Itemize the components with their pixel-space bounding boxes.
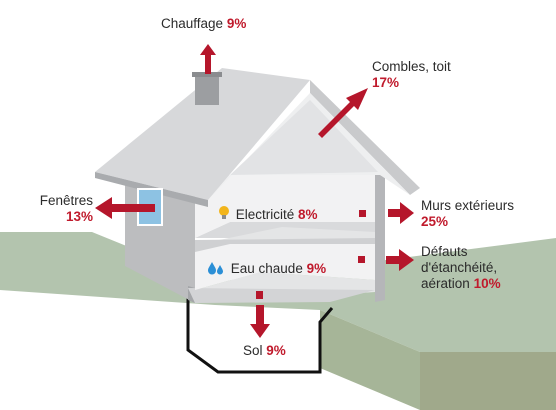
sol-percent: 9% bbox=[266, 343, 286, 358]
arrow-fenetres bbox=[95, 197, 155, 219]
murs-percent: 25% bbox=[421, 214, 449, 229]
defauts-percent: 10% bbox=[473, 276, 501, 291]
label-murs: Murs extérieurs 25% bbox=[421, 198, 514, 230]
arrow-combles bbox=[318, 88, 368, 138]
back-wall-lower bbox=[195, 244, 375, 290]
ground-side bbox=[420, 352, 556, 410]
chauffage-percent: 9% bbox=[226, 16, 247, 31]
label-sol: Sol 9% bbox=[243, 343, 286, 359]
label-electricite: Electricité 8% bbox=[218, 205, 318, 225]
defauts-line1: Défauts bbox=[421, 244, 468, 259]
sol-name: Sol bbox=[243, 343, 263, 358]
arrow-defauts-base bbox=[358, 256, 365, 263]
light-bulb-icon bbox=[218, 205, 230, 225]
combles-name: Combles, toit bbox=[372, 59, 451, 74]
roof-right bbox=[310, 80, 420, 195]
basement-outline bbox=[186, 296, 334, 374]
label-chauffage: Chauffage 9% bbox=[161, 16, 246, 32]
label-combles: Combles, toit 17% bbox=[372, 59, 451, 91]
chimney-cap bbox=[192, 72, 222, 77]
electricite-percent: 8% bbox=[298, 207, 318, 222]
chauffage-name: Chauffage bbox=[161, 16, 224, 31]
attic-inner bbox=[230, 100, 378, 175]
label-eau: Eau chaude 9% bbox=[207, 261, 326, 279]
floor-slab-bottom bbox=[188, 288, 375, 303]
arrow-defauts bbox=[386, 249, 414, 271]
label-defauts: Défauts d'étanchéité, aération 10% bbox=[421, 244, 501, 292]
eau-name: Eau chaude bbox=[230, 261, 303, 276]
back-wall-upper bbox=[195, 175, 380, 238]
right-wall bbox=[375, 170, 385, 302]
combles-percent: 17% bbox=[372, 75, 400, 90]
murs-name: Murs extérieurs bbox=[421, 198, 515, 213]
label-fenetres: Fenêtres 13% bbox=[20, 193, 93, 225]
arrow-sol bbox=[250, 305, 270, 338]
arrow-sol-base bbox=[256, 291, 263, 299]
defauts-line3: aération bbox=[421, 276, 470, 291]
arrow-chauffage bbox=[200, 44, 216, 74]
arrow-murs-base bbox=[359, 210, 366, 217]
water-drops-icon bbox=[207, 261, 225, 279]
fenetres-name: Fenêtres bbox=[39, 193, 93, 208]
defauts-line2: d'étanchéité, bbox=[421, 260, 498, 275]
roof-left bbox=[95, 68, 310, 200]
electricite-name: Electricité bbox=[235, 207, 295, 222]
eau-percent: 9% bbox=[306, 261, 327, 276]
chimney bbox=[195, 75, 219, 105]
fenetres-percent: 13% bbox=[65, 209, 93, 224]
arrow-murs bbox=[388, 202, 414, 224]
